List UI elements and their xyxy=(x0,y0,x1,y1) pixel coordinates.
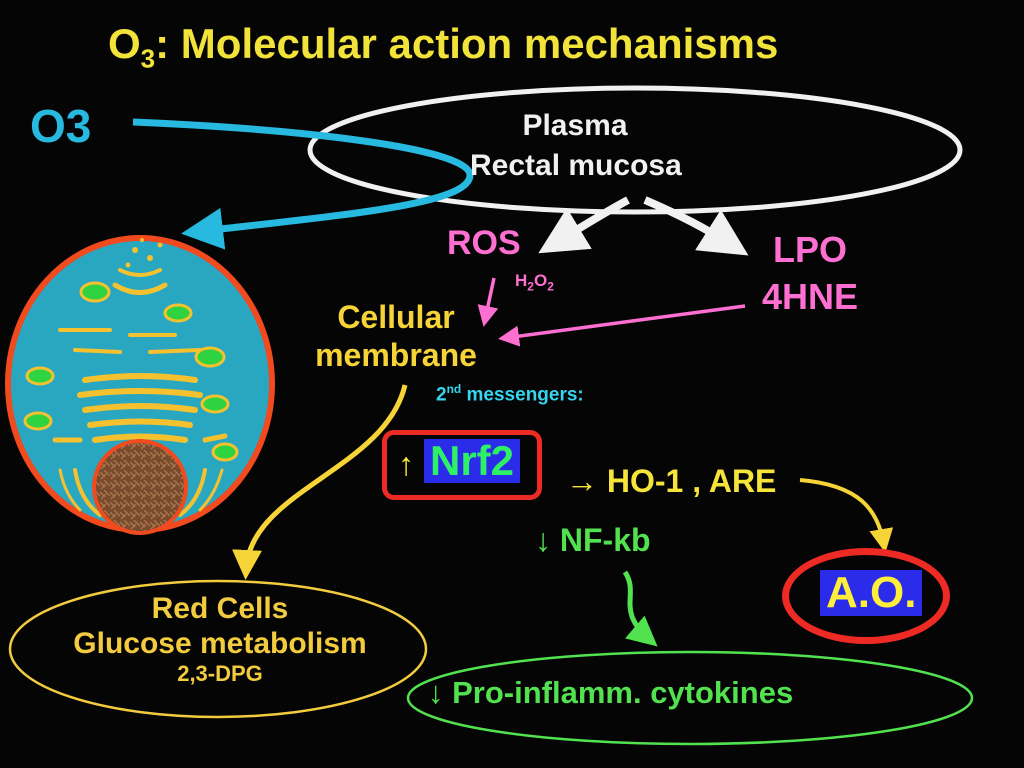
lpo-text: LPO xyxy=(772,229,847,270)
ho1-are-label: → HO-1 , ARE xyxy=(566,463,777,499)
o3-label: O3 xyxy=(30,100,92,152)
h2o2-label: H2O2 xyxy=(515,271,554,294)
arrow-to-ros xyxy=(538,196,630,254)
arrow-are-to-ao xyxy=(799,478,894,553)
up-arrow-icon: ↑ xyxy=(398,446,414,482)
nrf2-label: Nrf2 xyxy=(424,438,521,484)
lpo-label: LPO 4HNE xyxy=(740,229,880,318)
nfkb-label: ↓ NF-kb xyxy=(535,522,651,558)
plasma-label: Plasma Rectal mucosa xyxy=(470,109,682,182)
membrane-text: membrane xyxy=(315,337,477,374)
arrow-lpo-to-membrane xyxy=(498,304,746,347)
ros-label: ROS xyxy=(447,224,521,262)
cellular-membrane-label: Cellular membrane xyxy=(296,298,496,375)
redcells-label: Red Cells Glucose metabolism 2,3-DPG xyxy=(20,592,420,686)
nrf2-box xyxy=(382,430,542,500)
redcells-line-1: Red Cells xyxy=(151,592,289,625)
cytokines-ellipse xyxy=(406,650,974,746)
slide-title: O3: Molecular action mechanisms xyxy=(108,20,779,74)
redcells-line-3: 2,3-DPG xyxy=(177,661,263,686)
arrow-ros-to-membrane xyxy=(477,277,499,327)
ao-box xyxy=(782,548,950,644)
redcells-ellipse xyxy=(8,579,428,719)
o3-arrow xyxy=(132,118,474,250)
arrow-membrane-to-redcells xyxy=(232,384,408,580)
plasma-ellipse xyxy=(307,85,963,215)
redcells-line-2: Glucose metabolism xyxy=(73,626,367,660)
plasma-line-2: Rectal mucosa xyxy=(470,148,682,182)
plasma-line-1: Plasma xyxy=(522,109,628,142)
arrow-to-lpo xyxy=(643,196,749,256)
arrow-nfkb-to-cytokines xyxy=(622,570,658,647)
cytokines-label: ↓ Pro-inflamm. cytokines xyxy=(428,675,794,710)
second-messengers-label: 2nd messengers: xyxy=(436,382,584,406)
ao-label: A.O. xyxy=(820,569,923,617)
cellular-text: Cellular xyxy=(337,299,455,335)
cell-icon xyxy=(5,235,275,535)
hne-text: 4HNE xyxy=(761,276,859,318)
